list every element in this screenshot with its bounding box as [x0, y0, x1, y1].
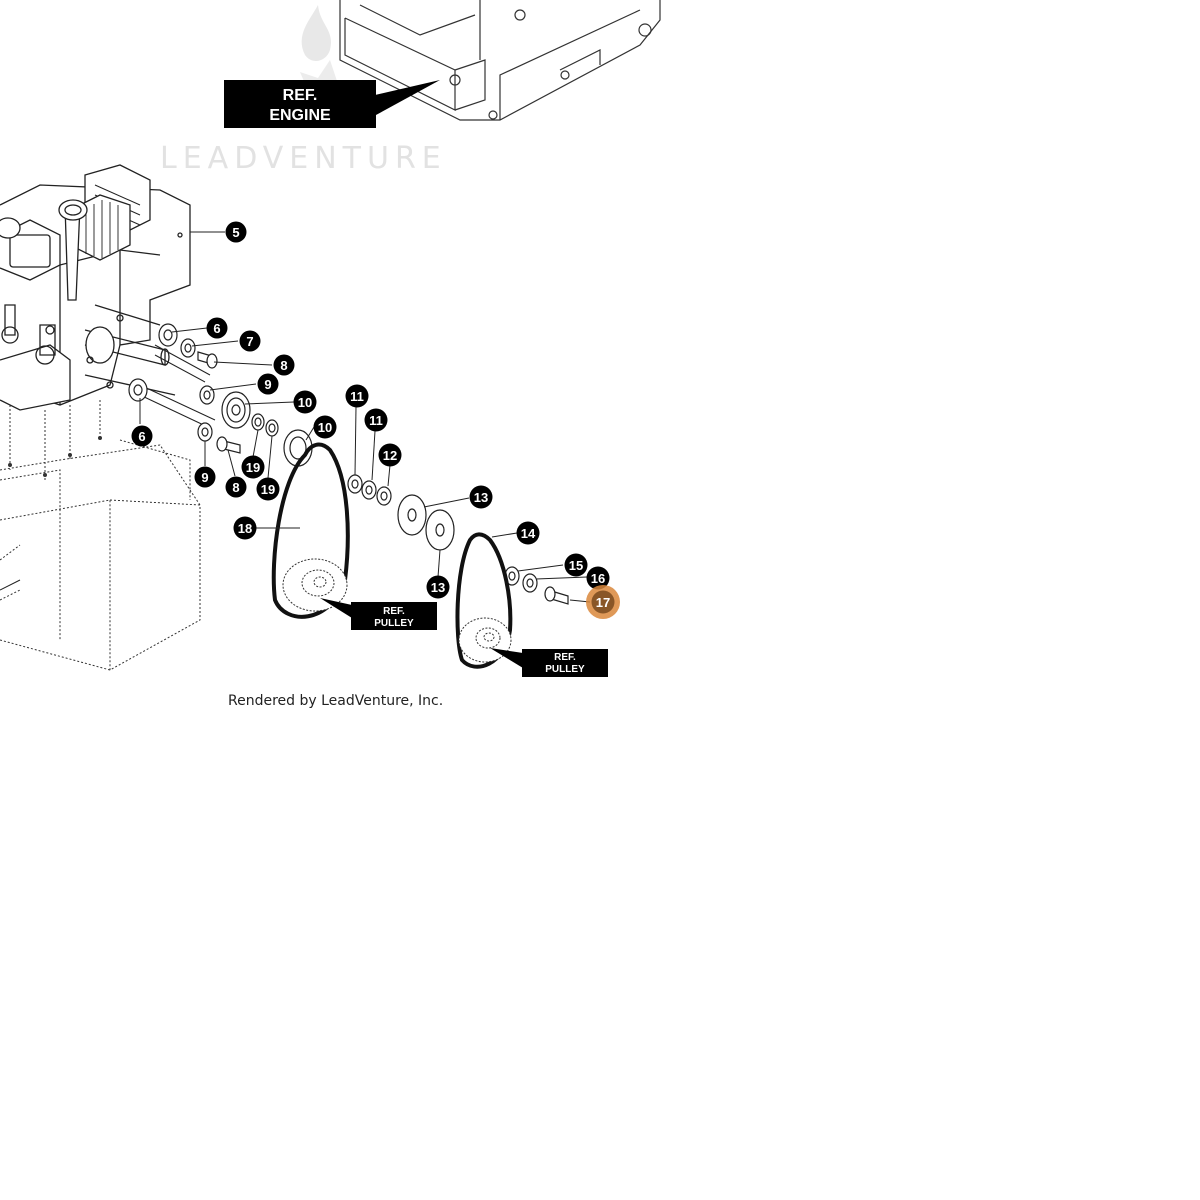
callout-circle: [313, 415, 337, 439]
ref-pulley-2-line1: REF.: [554, 652, 576, 663]
callout-19[interactable]: 19: [241, 455, 265, 479]
callout-circle: [345, 384, 369, 408]
callout-10[interactable]: 10: [313, 415, 337, 439]
callout-circle: [233, 516, 257, 540]
callout-13[interactable]: 13: [469, 485, 493, 509]
callout-19[interactable]: 19: [256, 477, 280, 501]
callout-16[interactable]: 16: [586, 566, 610, 590]
callout-number: 9: [201, 470, 208, 485]
callout-number: 13: [474, 490, 488, 505]
callout-8[interactable]: 8: [225, 476, 247, 498]
callout-circle: [257, 373, 279, 395]
callout-number: 12: [383, 448, 397, 463]
ref-engine-line2: ENGINE: [269, 107, 331, 124]
frame-assembly: [0, 400, 201, 671]
callout-circle: [241, 455, 265, 479]
callout-number: 7: [246, 334, 253, 349]
callout-number: 8: [232, 480, 239, 495]
callout-9[interactable]: 9: [257, 373, 279, 395]
callout-circle: [564, 553, 588, 577]
callout-circle: [194, 466, 216, 488]
watermark-text: LEADVENTURE: [160, 141, 447, 176]
callout-5[interactable]: 5: [225, 221, 247, 243]
callout-11[interactable]: 11: [364, 408, 388, 432]
callout-6[interactable]: 6: [206, 317, 228, 339]
callout-7[interactable]: 7: [239, 330, 261, 352]
engine-assembly: [0, 164, 191, 411]
ref-pulley-2-line2: PULLEY: [545, 664, 585, 675]
callout-9[interactable]: 9: [194, 466, 216, 488]
callout-6[interactable]: 6: [131, 425, 153, 447]
callout-18[interactable]: 18: [233, 516, 257, 540]
frame-holes: [8, 436, 102, 477]
rendered-by-footer: Rendered by LeadVenture, Inc.: [228, 693, 443, 709]
ref-engine-label: REF. ENGINE: [224, 80, 440, 128]
ref-pulley-1-line2: PULLEY: [374, 618, 414, 629]
callout-circle: [591, 590, 615, 614]
callout-circle: [273, 354, 295, 376]
callout-circle: [239, 330, 261, 352]
callout-number: 11: [369, 413, 383, 428]
ref-pulley-1-line1: REF.: [383, 606, 405, 617]
callout-circle: [426, 575, 450, 599]
callout-circle: [378, 443, 402, 467]
callout-circle: [293, 390, 317, 414]
callout-number: 16: [591, 571, 605, 586]
leader-lines: [0, 231, 591, 603]
callout-number: 8: [280, 358, 287, 373]
callout-circle: [516, 521, 540, 545]
ref-pulley-label-1: REF. PULLEY: [320, 598, 437, 630]
callout-circle: [225, 221, 247, 243]
callout-number: 17: [596, 595, 610, 610]
callout-number: 10: [318, 420, 332, 435]
pulley-ref-1: [282, 558, 348, 612]
callout-circle: [256, 477, 280, 501]
callout-10[interactable]: 10: [293, 390, 317, 414]
callout-11[interactable]: 11: [345, 384, 369, 408]
callout-number: 13: [431, 580, 445, 595]
ref-engine-line1: REF.: [283, 87, 318, 104]
callout-circle: [586, 566, 610, 590]
callout-13[interactable]: 13: [426, 575, 450, 599]
callout-15[interactable]: 15: [564, 553, 588, 577]
callout-number: 9: [264, 377, 271, 392]
callout-12[interactable]: 12: [378, 443, 402, 467]
engine-block-top: [339, 0, 661, 121]
callout-circle: [225, 476, 247, 498]
callout-circle: [131, 425, 153, 447]
ref-pulley-label-2: REF. PULLEY: [490, 648, 608, 677]
callout-8[interactable]: 8: [273, 354, 295, 376]
callout-circle: [364, 408, 388, 432]
callout-number: 19: [261, 482, 275, 497]
callout-number: 14: [521, 526, 536, 541]
hardware-parts: [128, 323, 569, 605]
callout-number: 15: [569, 558, 583, 573]
callout-14[interactable]: 14: [516, 521, 540, 545]
callout-17-highlighted[interactable]: 17: [586, 585, 620, 619]
callout-number: 18: [238, 521, 252, 536]
callout-number: 19: [246, 460, 260, 475]
callout-number: 10: [298, 395, 312, 410]
callout-number: 11: [350, 389, 364, 404]
callout-number: 6: [213, 321, 220, 336]
callout-number: 6: [138, 429, 145, 444]
callout-circle: [469, 485, 493, 509]
callout-number: 5: [232, 225, 239, 240]
callout-circle: [206, 317, 228, 339]
